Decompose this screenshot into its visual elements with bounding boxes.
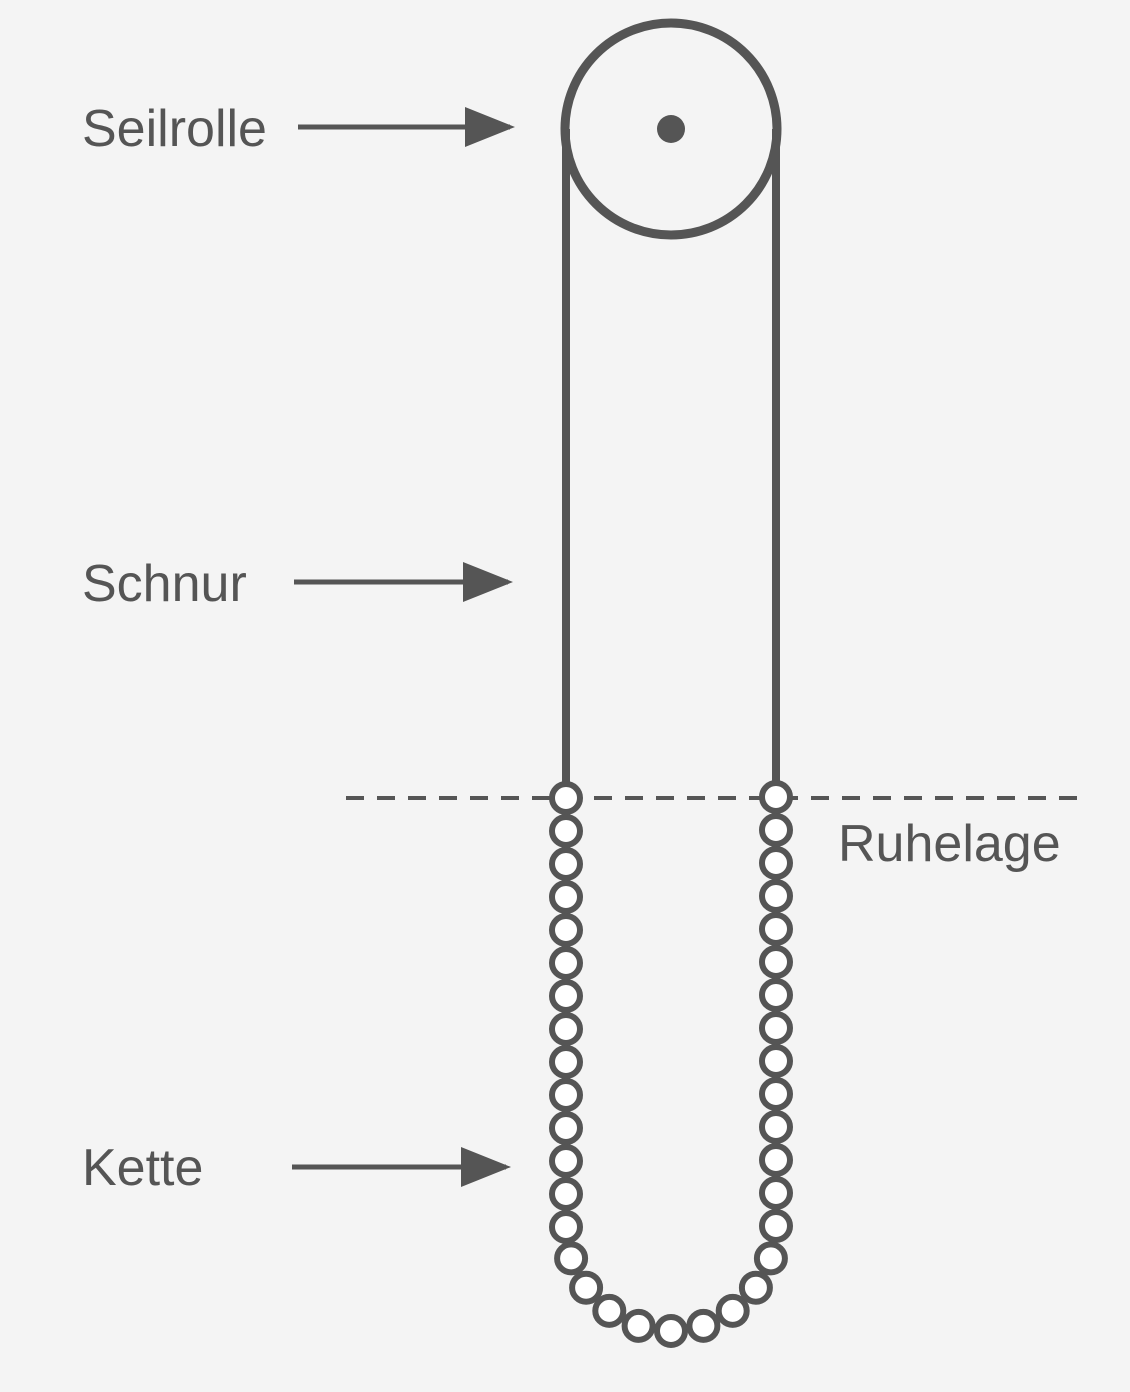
chain-bead: [549, 847, 583, 881]
chain-bead: [654, 1314, 688, 1348]
chain-bead: [549, 946, 583, 980]
chain-bead: [738, 1270, 773, 1305]
chain-bead: [592, 1293, 627, 1328]
chain-bead: [554, 1241, 589, 1276]
chain-bead: [686, 1308, 721, 1343]
chain-bead: [759, 1176, 793, 1210]
chain-bead: [759, 1077, 793, 1111]
chain-bead: [549, 1177, 583, 1211]
chain-bead: [549, 880, 583, 914]
string-label: Schnur: [82, 555, 247, 613]
chain-bead: [759, 1011, 793, 1045]
pulley-axle: [657, 115, 685, 143]
chain-bead: [549, 1144, 583, 1178]
chain-bead: [715, 1293, 750, 1328]
pulley-label: Seilrolle: [82, 100, 267, 158]
chain-bead: [759, 1209, 793, 1243]
chain-bead: [759, 846, 793, 880]
string: [562, 129, 780, 785]
chain-bead: [759, 780, 793, 814]
chain-bead: [621, 1308, 656, 1343]
chain-bead: [759, 879, 793, 913]
chain-bead: [569, 1270, 604, 1305]
chain-bead: [759, 1110, 793, 1144]
chain-bead: [549, 979, 583, 1013]
chain-bead: [759, 978, 793, 1012]
chain-bead: [759, 813, 793, 847]
chain-bead: [549, 1111, 583, 1145]
chain-bead: [759, 912, 793, 946]
chain: [549, 780, 793, 1348]
chain-label: Kette: [82, 1139, 203, 1197]
chain-bead: [759, 945, 793, 979]
chain-bead: [549, 1210, 583, 1244]
chain-bead: [759, 1044, 793, 1078]
rest-position-label: Ruhelage: [838, 815, 1061, 873]
chain-bead: [759, 1143, 793, 1177]
chain-bead: [549, 814, 583, 848]
chain-bead: [549, 913, 583, 947]
chain-bead: [753, 1241, 788, 1276]
chain-bead: [549, 1078, 583, 1112]
chain-bead: [549, 781, 583, 815]
chain-bead: [549, 1012, 583, 1046]
chain-bead: [549, 1045, 583, 1079]
pulley: [560, 18, 782, 240]
